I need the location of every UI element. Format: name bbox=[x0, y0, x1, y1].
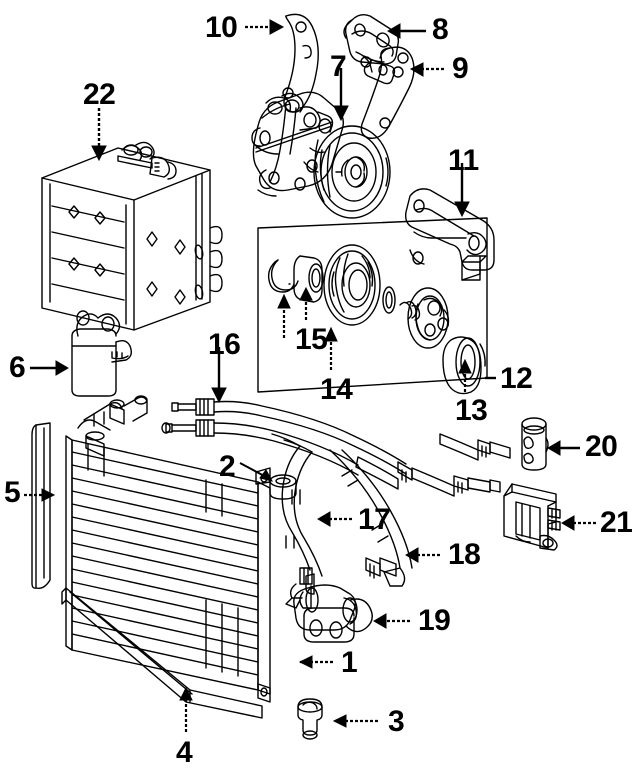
callout-arrow-6 bbox=[30, 360, 69, 376]
condenser-art bbox=[61, 395, 271, 719]
callout-arrow-11 bbox=[454, 163, 470, 218]
callout-arrow-2 bbox=[239, 462, 273, 482]
callout-arrow-7 bbox=[333, 68, 349, 122]
condenser-side-seal-art bbox=[31, 422, 51, 590]
callout-arrow-13 bbox=[458, 358, 472, 392]
callout-arrow-4 bbox=[179, 686, 193, 732]
callout-arrow-15b bbox=[277, 293, 291, 338]
callout-number-5: 5 bbox=[4, 476, 21, 509]
callout-arrow-10 bbox=[245, 19, 285, 35]
callout-arrow-21 bbox=[561, 515, 596, 531]
callout-number-21: 21 bbox=[600, 506, 633, 539]
callout-number-9: 9 bbox=[452, 52, 469, 85]
callout-number-14: 14 bbox=[320, 373, 353, 406]
callout-arrow-19 bbox=[373, 613, 410, 629]
callout-arrow-16 bbox=[211, 347, 227, 404]
callout-number-15: 15 bbox=[295, 323, 328, 356]
ac-control-module-art bbox=[503, 483, 561, 551]
callout-number-12: 12 bbox=[500, 362, 533, 395]
callout-number-10: 10 bbox=[205, 11, 238, 44]
insulator-grommet-art bbox=[297, 698, 323, 740]
callout-number-4: 4 bbox=[176, 736, 193, 769]
callout-number-18: 18 bbox=[448, 538, 481, 571]
compressor-rear-bracket-art bbox=[404, 188, 495, 281]
callout-arrow-5 bbox=[24, 488, 56, 502]
evaporator-core-art bbox=[41, 141, 223, 331]
callout-number-20: 20 bbox=[585, 430, 618, 463]
callout-number-8: 8 bbox=[432, 13, 449, 46]
callout-number-22: 22 bbox=[83, 78, 116, 111]
callout-number-7: 7 bbox=[330, 50, 347, 83]
callout-number-13: 13 bbox=[455, 394, 488, 427]
callout-number-2: 2 bbox=[219, 450, 236, 483]
suction-discharge-hose-art bbox=[161, 398, 511, 497]
callout-arrow-22 bbox=[91, 108, 107, 162]
compressor-art bbox=[251, 91, 391, 219]
discharge-hose-art bbox=[329, 449, 413, 587]
clutch-components-art bbox=[267, 244, 486, 395]
callout-arrow-1 bbox=[298, 655, 333, 669]
callout-number-16: 16 bbox=[208, 328, 241, 361]
callout-number-11: 11 bbox=[448, 144, 479, 177]
tensioner-brace-art bbox=[282, 13, 319, 113]
expansion-valve-art bbox=[285, 557, 397, 643]
callout-arrow-20 bbox=[547, 440, 580, 456]
compressor-brace-art bbox=[360, 46, 415, 139]
callout-number-17: 17 bbox=[358, 503, 391, 536]
callout-number-6: 6 bbox=[9, 351, 26, 384]
callout-arrow-15a bbox=[299, 286, 313, 320]
accumulator-canister-art bbox=[521, 417, 549, 471]
callout-arrow-9 bbox=[409, 62, 444, 77]
liquid-line-art bbox=[271, 433, 323, 609]
callout-number-1: 1 bbox=[341, 646, 358, 679]
callout-arrow-3 bbox=[332, 714, 378, 728]
callout-arrow-14 bbox=[324, 326, 338, 370]
callout-arrow-18 bbox=[405, 547, 440, 563]
callout-number-3: 3 bbox=[388, 705, 405, 738]
callout-arrow-17 bbox=[317, 511, 352, 527]
receiver-drier-art bbox=[71, 310, 133, 397]
callout-number-19: 19 bbox=[418, 604, 451, 637]
callout-arrow-8 bbox=[387, 23, 426, 39]
